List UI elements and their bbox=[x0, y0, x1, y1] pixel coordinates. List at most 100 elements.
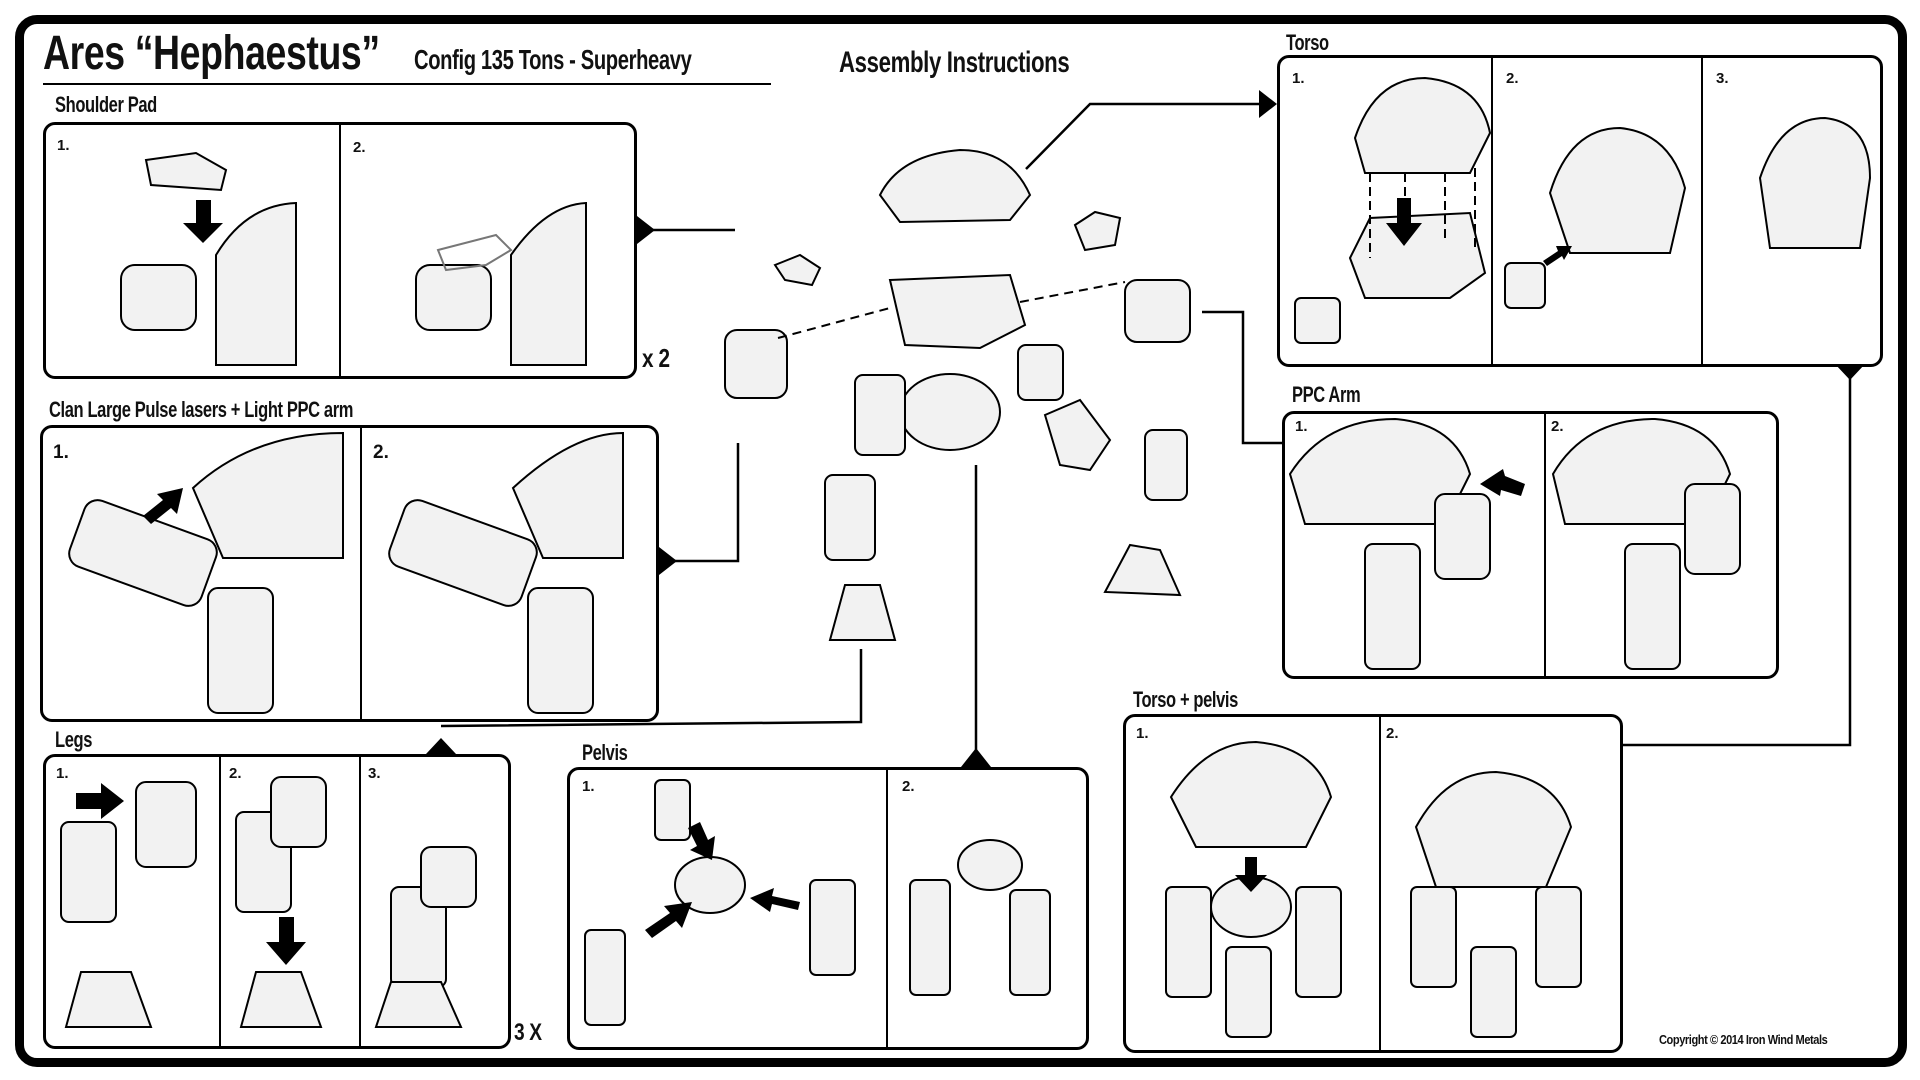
part-arm-left bbox=[724, 329, 788, 399]
assembly-guide-left bbox=[777, 307, 891, 339]
part-shoulder-pad-left bbox=[773, 253, 822, 287]
step-number: 2. bbox=[1551, 418, 1564, 435]
torso-top bbox=[1353, 76, 1492, 174]
step-number: 1. bbox=[53, 442, 69, 463]
arrow-icon bbox=[688, 822, 715, 860]
legs-label: Legs bbox=[55, 727, 93, 752]
arrow-icon bbox=[143, 488, 183, 524]
arrow-down-icon bbox=[183, 200, 223, 243]
arrow-icon bbox=[1543, 246, 1572, 266]
page-border bbox=[15, 15, 1907, 1067]
torso-assembled bbox=[1548, 126, 1687, 254]
legs-panel: 1. 2. 3. bbox=[43, 754, 511, 1049]
step-number: 3. bbox=[368, 765, 381, 782]
step-divider bbox=[886, 770, 888, 1047]
assembly-guide-right bbox=[1019, 281, 1126, 303]
page-subtitle: Config 135 Tons - Superheavy bbox=[414, 44, 692, 75]
step-number: 3. bbox=[1716, 70, 1729, 87]
connector-torso-pelvis bbox=[1620, 367, 1852, 747]
arm-panel: 1. 2. bbox=[40, 425, 659, 722]
leg bbox=[1295, 886, 1342, 998]
shoulder-pad-part bbox=[144, 151, 228, 192]
part-torso-base bbox=[888, 273, 1027, 350]
torso-pelvis-label: Torso + pelvis bbox=[1133, 687, 1238, 712]
step-number: 1. bbox=[1136, 725, 1149, 742]
pelvis-panel: 1. 2. bbox=[567, 767, 1089, 1050]
step-number: 1. bbox=[57, 137, 70, 154]
laser-arm bbox=[68, 499, 218, 607]
step-number: 1. bbox=[1295, 418, 1308, 435]
torso-pelvis-panel: 1. 2. bbox=[1123, 714, 1623, 1053]
torso bbox=[1414, 770, 1573, 888]
leg bbox=[1009, 889, 1051, 996]
shoulder-pad-illustration bbox=[120, 151, 587, 366]
shoulder-pad-panel: 1. 2. bbox=[43, 122, 637, 379]
part-upper-leg-left bbox=[854, 374, 906, 456]
part-leg-joint bbox=[1043, 398, 1112, 472]
part-pelvis bbox=[899, 373, 1001, 451]
pointer-shoulder-pad bbox=[637, 216, 655, 244]
torso-illustration bbox=[1294, 76, 1872, 344]
step-number: 2. bbox=[229, 765, 242, 782]
mech-torso bbox=[1288, 417, 1472, 525]
mech-leg bbox=[1624, 543, 1681, 670]
pointer-legs bbox=[426, 738, 456, 754]
arrow-down-icon bbox=[1386, 198, 1422, 246]
step-divider bbox=[1544, 414, 1546, 676]
mech-torso bbox=[510, 201, 587, 366]
foot bbox=[374, 981, 463, 1028]
part-ppc-arm bbox=[1017, 344, 1064, 401]
leg bbox=[809, 879, 856, 976]
step-number: 2. bbox=[353, 139, 366, 156]
leg bbox=[1470, 946, 1517, 1038]
title-underline bbox=[43, 83, 771, 85]
shoulder-pad-attached bbox=[436, 233, 513, 272]
part-foot-right bbox=[1103, 543, 1182, 597]
leg bbox=[584, 929, 626, 1026]
connector-torso bbox=[1025, 102, 1265, 170]
step-number: 2. bbox=[1506, 70, 1519, 87]
torso-pelvis-illustration bbox=[1165, 740, 1582, 1038]
upper-leg bbox=[135, 781, 197, 868]
torso bbox=[1169, 740, 1333, 848]
mech-torso bbox=[511, 431, 624, 559]
cockpit-part bbox=[1294, 297, 1341, 344]
torso-label: Torso bbox=[1286, 30, 1329, 55]
mech-torso bbox=[215, 201, 297, 366]
leg bbox=[1225, 946, 1272, 1038]
arm-label: Clan Large Pulse lasers + Light PPC arm bbox=[49, 397, 354, 422]
step-number: 1. bbox=[582, 778, 595, 795]
arrow-left-icon bbox=[750, 888, 800, 912]
arrow-left-icon bbox=[1480, 469, 1525, 496]
legs-illustration bbox=[60, 776, 477, 1028]
arrow-down-icon bbox=[266, 917, 306, 965]
pointer-torso-pelvis bbox=[1835, 364, 1865, 380]
step-divider bbox=[359, 757, 361, 1046]
laser-arm bbox=[388, 499, 538, 607]
assembled-leg bbox=[420, 846, 477, 908]
mech-torso bbox=[191, 431, 344, 559]
ppc-arm bbox=[1434, 493, 1491, 580]
part-foot-left bbox=[828, 584, 897, 641]
part-torso-top bbox=[878, 148, 1032, 224]
lower-leg bbox=[60, 821, 117, 923]
mech-leg bbox=[207, 587, 274, 714]
shoulder-pad-label: Shoulder Pad bbox=[55, 92, 157, 117]
foot bbox=[239, 971, 323, 1028]
leg bbox=[1535, 886, 1582, 988]
pointer-arm bbox=[659, 547, 677, 575]
leg bbox=[654, 779, 691, 841]
shoulder-pad-multiplier: x 2 bbox=[642, 343, 670, 373]
torso-panel: 1. 2. 3. bbox=[1277, 55, 1883, 367]
step-number: 1. bbox=[56, 765, 69, 782]
mech-leg bbox=[1364, 543, 1421, 670]
mech-leg bbox=[527, 587, 594, 714]
foot bbox=[64, 971, 153, 1028]
step-divider bbox=[339, 125, 341, 376]
ppc-arm-illustration bbox=[1288, 417, 1741, 670]
step-number: 1. bbox=[1292, 70, 1305, 87]
cockpit-part bbox=[1504, 262, 1546, 309]
step-divider bbox=[1701, 58, 1703, 364]
arrow-right-icon bbox=[76, 783, 124, 819]
